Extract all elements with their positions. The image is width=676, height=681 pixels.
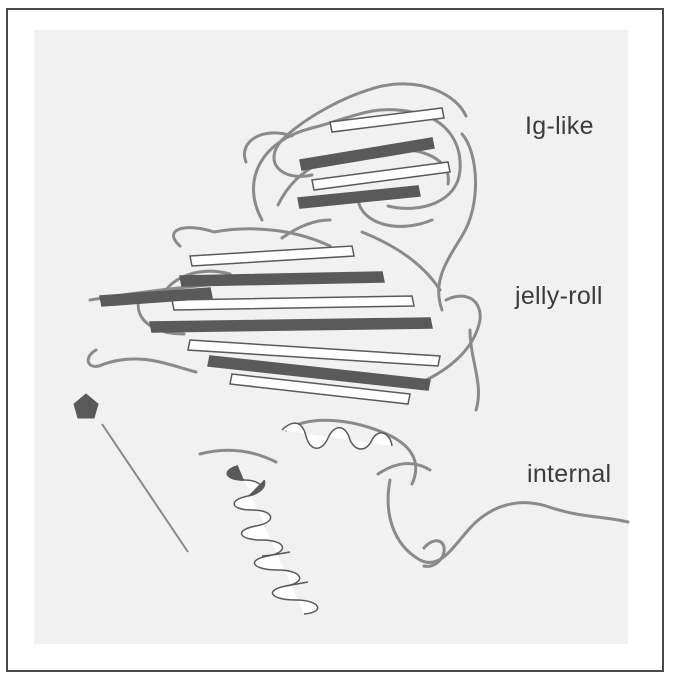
jelly-roll-strands <box>100 246 440 404</box>
internal-domain <box>200 420 628 566</box>
pentagon-marker-icon <box>74 394 188 552</box>
ig-like-strands <box>298 108 450 208</box>
label-jelly-roll: jelly-roll <box>515 282 603 311</box>
label-internal: internal <box>527 460 611 489</box>
label-ig-like: Ig-like <box>525 112 594 141</box>
